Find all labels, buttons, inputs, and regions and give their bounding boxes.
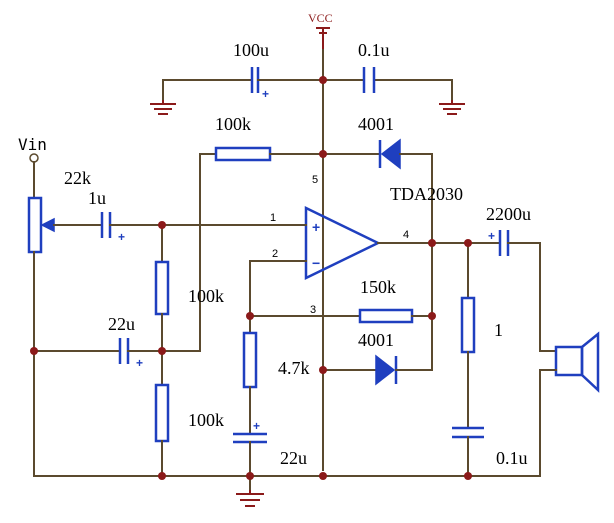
opamp-icon: + − 1 2 3 4 5: [270, 174, 409, 316]
ground-icon: [236, 490, 264, 507]
resistor-1ohm-label: 1: [494, 320, 503, 340]
capacitor-22u-ground-label: 22u: [280, 448, 307, 468]
pin-3-label: 3: [310, 304, 316, 316]
polarity-plus: +: [253, 419, 260, 433]
diode-icon: 4001: [322, 330, 433, 386]
pin-1-label: 1: [270, 212, 276, 224]
resistor-100k-top-label: 100k: [215, 114, 251, 134]
potentiometer-22k-label: 22k: [64, 168, 91, 188]
ground-icon: [439, 100, 465, 115]
capacitor-22u-ground: + 22u: [233, 419, 307, 477]
capacitor-0.1u-output-label: 0.1u: [496, 448, 528, 468]
input-terminal: Vin: [18, 135, 47, 199]
capacitor-1u: + 1u: [88, 188, 307, 244]
diode-icon: 4001: [322, 114, 433, 371]
opamp-plus-sign: +: [312, 219, 320, 235]
potentiometer-22k: 22k: [27, 168, 101, 477]
capacitor-1u-label: 1u: [88, 188, 106, 208]
capacitor-2200u: + 2200u: [469, 204, 557, 352]
supply-wiring: [162, 49, 453, 471]
junctions: [30, 76, 472, 480]
ground-bus: [33, 475, 541, 491]
resistor-100k-bias: 100k: [154, 224, 224, 477]
vcc-symbol: VCC: [308, 11, 333, 50]
diode-lower-label: 4001: [358, 330, 394, 350]
opamp-minus-sign: −: [312, 255, 320, 271]
pin-2-label: 2: [272, 248, 278, 260]
capacitor-22u-bias: + 22u: [33, 314, 201, 370]
ic-name: TDA2030: [390, 184, 463, 204]
resistor-4.7k-label: 4.7k: [278, 358, 310, 378]
resistor-100k-bias-label: 100k: [188, 286, 224, 306]
capacitor-22u-bias-label: 22u: [108, 314, 135, 334]
capacitor-2200u-label: 2200u: [486, 204, 531, 224]
feedback-wiring: [249, 242, 471, 334]
polarity-plus: +: [488, 229, 495, 243]
polarity-plus: +: [118, 230, 125, 244]
resistor-150k: 150k: [358, 277, 433, 324]
resistor-4.7k: 4.7k 100k: [188, 331, 310, 433]
capacitor-0.1u-supply-label: 0.1u: [358, 40, 390, 60]
speaker-icon: [539, 331, 600, 477]
capacitor-0.1u-output: 0.1u: [452, 426, 528, 477]
ground-icon: [150, 100, 176, 115]
resistor-100k-lower-label: 100k: [188, 410, 224, 430]
vcc-label: VCC: [308, 11, 333, 25]
resistor-150k-label: 150k: [360, 277, 396, 297]
pin-4-label: 4: [403, 229, 409, 241]
resistor-1ohm: 1: [460, 242, 503, 429]
capacitor-100u: + 100u: [233, 40, 273, 101]
polarity-plus: +: [262, 87, 269, 101]
vin-label: Vin: [18, 135, 47, 154]
diode-upper-label: 4001: [358, 114, 394, 134]
resistor-100k-top: 100k: [199, 114, 324, 352]
capacitor-0.1u-supply: 0.1u: [358, 40, 390, 93]
capacitor-100u-label: 100u: [233, 40, 269, 60]
polarity-plus: +: [136, 356, 143, 370]
pin-5-label: 5: [312, 174, 318, 186]
